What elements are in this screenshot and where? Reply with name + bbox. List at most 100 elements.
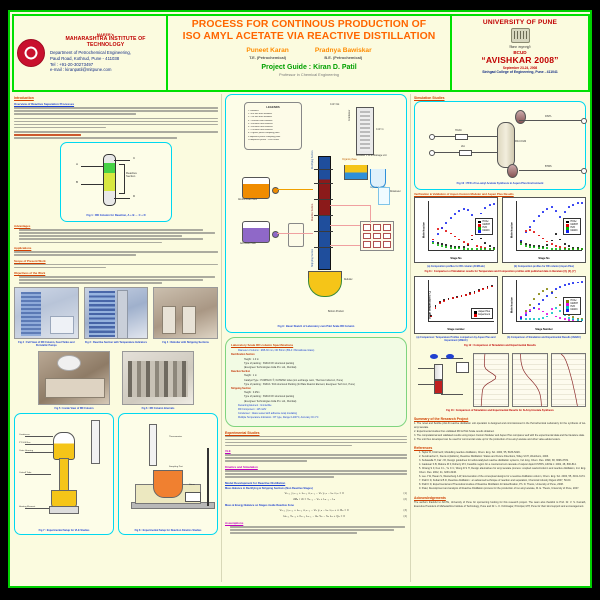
data-point <box>486 286 489 289</box>
data-point <box>546 240 549 243</box>
reboiler-block <box>507 164 518 178</box>
spec-item: (Evergreen Technologies India Pvt. Ltd.,… <box>244 366 297 370</box>
section-introduction: Introduction <box>14 96 34 100</box>
data-point <box>456 296 459 299</box>
data-point <box>473 291 476 294</box>
condenser-block <box>515 110 526 124</box>
data-point <box>524 313 527 316</box>
photo-inside-view <box>38 351 110 406</box>
legend-entry: HOAc <box>566 300 578 303</box>
data-point <box>559 286 562 288</box>
legend-swatch <box>566 309 569 312</box>
figure-1-caption: Fig 1 : RD Column for Reaction, A + B ↔ … <box>86 214 146 217</box>
data-point <box>546 288 549 291</box>
data-point <box>572 282 575 285</box>
reactive-distillation-paragraph <box>14 131 218 139</box>
legend-swatch <box>566 303 569 306</box>
data-point <box>445 244 448 247</box>
legend-swatch <box>478 223 481 227</box>
figure-10-caption: Fig 10 : PFD of Iso-amyl Acetate Synthes… <box>456 182 544 185</box>
data-point <box>458 210 461 212</box>
figure-13-charts <box>473 353 586 408</box>
cw-in-label: C.W. In <box>376 129 384 131</box>
chart-12b-ylabel: Mole fraction <box>510 297 514 314</box>
figure-8-caption: Fig 8 : Experimental Setup for Reaction … <box>134 529 202 533</box>
data-point <box>568 316 570 319</box>
data-point <box>568 248 570 251</box>
legend-entry: Aspen Plus <box>474 311 490 314</box>
data-point <box>555 315 557 318</box>
title-block: PROCESS FOR CONTINOUS PRODUCTION OF ISO … <box>168 16 450 90</box>
column-divider-2 <box>410 94 411 582</box>
column-right: Simulation Studies RD-COLM <box>414 94 587 582</box>
pump-2-shape <box>272 231 279 238</box>
data-point <box>436 233 439 235</box>
condenser-label: Condenser <box>349 109 351 121</box>
university-motto: विद्यया अमृतमश्नुते <box>509 45 531 49</box>
profile-curve <box>480 354 497 407</box>
data-point <box>524 312 527 315</box>
bottoms-label: BTMS <box>545 165 552 168</box>
reference-item: 8. Patil K D, Experimental and Theoretic… <box>419 483 564 487</box>
chart-11a-xlabel: Stage No <box>450 257 462 261</box>
data-point <box>576 318 579 321</box>
data-point <box>581 319 583 322</box>
reference-item: 1. Taylor R, Krishna R, Modelling reacti… <box>419 450 521 454</box>
data-point <box>484 207 487 209</box>
data-point <box>451 297 454 300</box>
chart-12b-caption: (b) Comparison of Simulation and Experim… <box>507 336 581 340</box>
data-point <box>550 291 553 294</box>
data-point <box>467 244 469 247</box>
legend-entry: IAMAC <box>478 230 490 233</box>
data-point <box>462 241 465 243</box>
temperature-indicator-panel <box>360 221 394 251</box>
data-point <box>441 227 443 230</box>
data-point <box>434 306 437 309</box>
alcohol-tank-label: Alcohol Feed Tank <box>238 199 257 201</box>
condenser-shape <box>91 420 100 465</box>
data-point <box>559 304 562 306</box>
legends-box: LEGENDS 1. Reboiler 2. 900 mm from Reboi… <box>244 102 302 150</box>
data-point <box>443 299 446 302</box>
data-point <box>572 246 575 249</box>
feed-1-node <box>429 134 435 140</box>
event-date: September 23-24, 2008 <box>502 66 538 70</box>
spec-item: Catalyst Type : PURPACK ®, KATAPAK tubes… <box>244 378 344 382</box>
university-block: UNIVERSITY OF PUNE विद्यया अमृतमश्नुते B… <box>452 16 588 90</box>
chart-13c <box>551 353 586 408</box>
legend-swatch <box>474 311 477 314</box>
legend-swatch <box>566 220 569 224</box>
reference-item: 6. Lee J W, Hauan S, Westerberg A W, Enu… <box>419 475 586 479</box>
chart-row-12: Stage number Stage temperature (°C) Aspe… <box>414 276 586 342</box>
legend-swatch <box>566 306 569 309</box>
data-point <box>555 210 557 212</box>
photo-row-1: Fig 2 : Full View of RD Column, Feed Tan… <box>14 287 219 347</box>
section-objectives: Objectives of the Work <box>14 271 46 276</box>
figure-7-box: Condenser PT-100 Box Outer Housing Cottr… <box>14 413 114 536</box>
data-point <box>467 243 469 246</box>
author-list: Puneet Karan T.E. (Petrochemical) Pradny… <box>168 47 450 60</box>
spec-item: Height : 1 m <box>244 374 257 378</box>
data-point <box>546 315 549 318</box>
acid-feed-tank-shape <box>242 221 270 243</box>
photo-1-wrap: Fig 2 : Full View of RD Column, Feed Tan… <box>14 287 79 347</box>
data-point <box>467 209 469 211</box>
legend-item: 3. 750 mm from Reboiler <box>248 116 273 119</box>
conclusion-item: 1. The novel and flexible pilot-fit reac… <box>414 421 586 429</box>
data-point <box>550 308 553 310</box>
photo-1-caption: Fig 2 : Full View of RD Column, Feed Tan… <box>18 341 75 348</box>
data-point <box>471 247 474 250</box>
data-point <box>533 231 536 233</box>
data-point <box>568 283 570 285</box>
acid-tank-label: Acid Feed Tank <box>240 243 256 245</box>
figure-13-pfd <box>414 350 470 402</box>
data-point <box>542 317 544 319</box>
data-point <box>490 285 493 288</box>
poster-body: Introduction Overview of Reactive Separa… <box>12 94 588 584</box>
data-point <box>533 318 536 321</box>
feed-2-node <box>429 150 435 156</box>
decanter-label: Decanter + ve & drainage unit <box>356 155 387 157</box>
